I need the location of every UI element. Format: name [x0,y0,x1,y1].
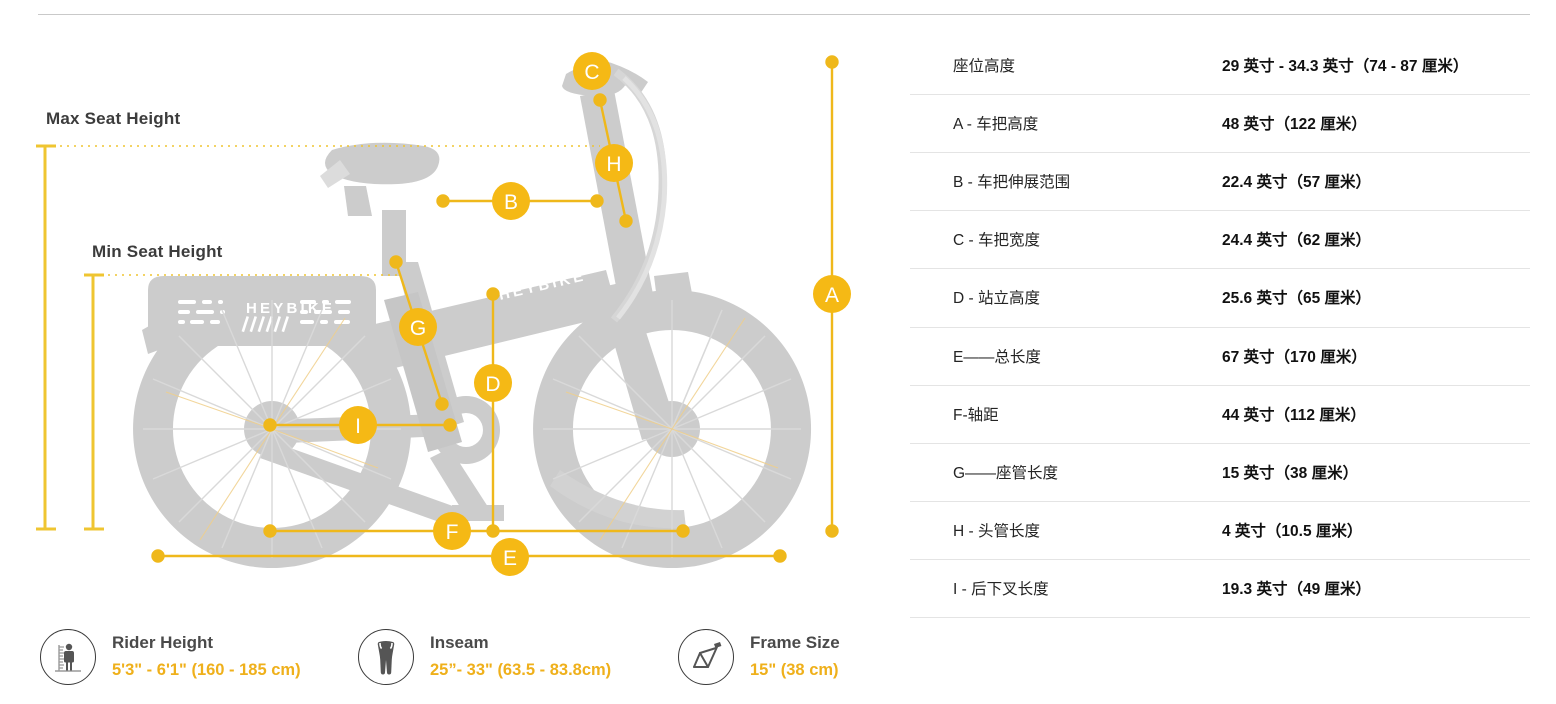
spec-label: B - 车把伸展范围 [953,174,1071,192]
badge-label-B: B [504,191,518,214]
spec-card-title: Inseam [430,632,489,652]
spec-label: F-轴距 [953,406,999,424]
spec-value: 24.4 英寸（62 厘米） [1222,232,1372,250]
max-seat-height-label: Max Seat Height [46,109,181,128]
spec-card-frame-size: Frame Size 15" (38 cm) [678,614,888,700]
spec-card-value: 5'3" - 6'1" (160 - 185 cm) [112,660,301,679]
min-seat-height-bar [84,273,104,531]
spec-card-value: 15" (38 cm) [750,660,839,679]
min-seat-height-label: Min Seat Height [92,242,223,261]
specification-table: 座位高度 29 英寸 - 34.3 英寸（74 - 87 厘米） A - 车把高… [910,38,1530,619]
table-row: G——座管长度 15 英寸（38 厘米） [910,444,1530,502]
frame-size-icon [678,629,734,685]
table-row: B - 车把伸展范围 22.4 英寸（57 厘米） [910,153,1530,212]
badge-label-A: A [825,284,839,307]
diagram-canvas: HEYBIKE [36,52,851,576]
spec-value: 22.4 英寸（57 厘米） [1222,174,1372,192]
spec-card-inseam: Inseam 25”- 33" (63.5 - 83.8cm) [358,614,678,700]
table-row: H - 头管长度 4 英寸（10.5 厘米） [910,502,1530,560]
dimension-badge-I[interactable]: I [339,406,377,444]
spec-card-title: Frame Size [750,632,840,652]
badge-label-I: I [355,415,361,438]
table-row: F-轴距 44 英寸（112 厘米） [910,386,1530,444]
dimension-badge-E[interactable]: E [491,538,529,576]
spec-label: E——总长度 [953,348,1041,366]
spec-card-title: Rider Height [112,632,214,652]
badge-label-D: D [485,373,500,396]
spec-card-rider-height: Rider Height 5'3" - 6'1" (160 - 185 cm) [40,614,358,700]
fit-spec-cards: Rider Height 5'3" - 6'1" (160 - 185 cm) … [40,614,890,700]
dimension-badge-G[interactable]: G [399,308,437,346]
badge-label-F: F [446,521,459,544]
badge-label-E: E [503,547,517,570]
spec-label: 座位高度 [953,58,1016,75]
spec-card-text: Frame Size 15" (38 cm) [750,632,840,682]
spec-value: 67 英寸（170 厘米） [1222,348,1367,366]
table-row: I - 后下叉长度 19.3 英寸（49 厘米） [910,560,1530,619]
spec-card-value: 25”- 33" (63.5 - 83.8cm) [430,660,612,679]
spec-label: G——座管长度 [953,464,1059,482]
spec-card-text: Inseam 25”- 33" (63.5 - 83.8cm) [430,632,611,682]
spec-value: 19.3 英寸（49 厘米） [1222,580,1372,598]
dimension-badge-B[interactable]: B [492,182,530,220]
spec-card-text: Rider Height 5'3" - 6'1" (160 - 185 cm) [112,632,301,682]
wheel-spokes-accent [165,317,779,541]
dimension-badge-D[interactable]: D [474,364,512,402]
table-row: A - 车把高度 48 英寸（122 厘米） [910,95,1530,154]
bike-silhouette: HEYBIKE [133,60,812,568]
dimension-badge-C[interactable]: C [573,52,611,90]
spec-value: 4 英寸（10.5 厘米） [1222,522,1363,540]
table-row: 座位高度 29 英寸 - 34.3 英寸（74 - 87 厘米） [910,38,1530,96]
wheel-spokes [143,300,801,558]
rider-height-icon [40,629,96,685]
spec-value: 48 英寸（122 厘米） [1222,116,1367,134]
spec-label: H - 头管长度 [953,522,1040,540]
spec-value: 15 英寸（38 厘米） [1222,464,1359,482]
spec-label: C - 车把宽度 [953,232,1040,250]
max-seat-height-bar [36,144,56,531]
spec-value: 29 英寸 - 34.3 英寸（74 - 87 厘米） [1222,58,1469,75]
spec-value: 25.6 英寸（65 厘米） [1222,290,1372,308]
dimension-badge-A[interactable]: A [813,275,851,313]
spec-value: 44 英寸（112 厘米） [1222,406,1366,424]
dimension-badge-F[interactable]: F [433,512,471,550]
badge-label-H: H [606,153,621,176]
bike-geometry-diagram: HEYBIKE [36,52,851,576]
badge-label-C: C [584,61,599,84]
table-row: E——总长度 67 英寸（170 厘米） [910,328,1530,386]
spec-label: D - 站立高度 [953,290,1040,308]
dimension-lines [151,55,839,563]
top-divider [38,14,1530,15]
dimension-badge-H[interactable]: H [595,144,633,182]
table-row: C - 车把宽度 24.4 英寸（62 厘米） [910,211,1530,270]
spec-label: A - 车把高度 [953,116,1039,134]
inseam-icon [358,629,414,685]
spec-label: I - 后下叉长度 [953,580,1049,598]
dimension-badges: A B C D E [339,52,851,576]
badge-label-G: G [410,317,426,340]
brand-wordmark-rack: HEYBIKE [246,300,335,317]
table-row: D - 站立高度 25.6 英寸（65 厘米） [910,269,1530,328]
